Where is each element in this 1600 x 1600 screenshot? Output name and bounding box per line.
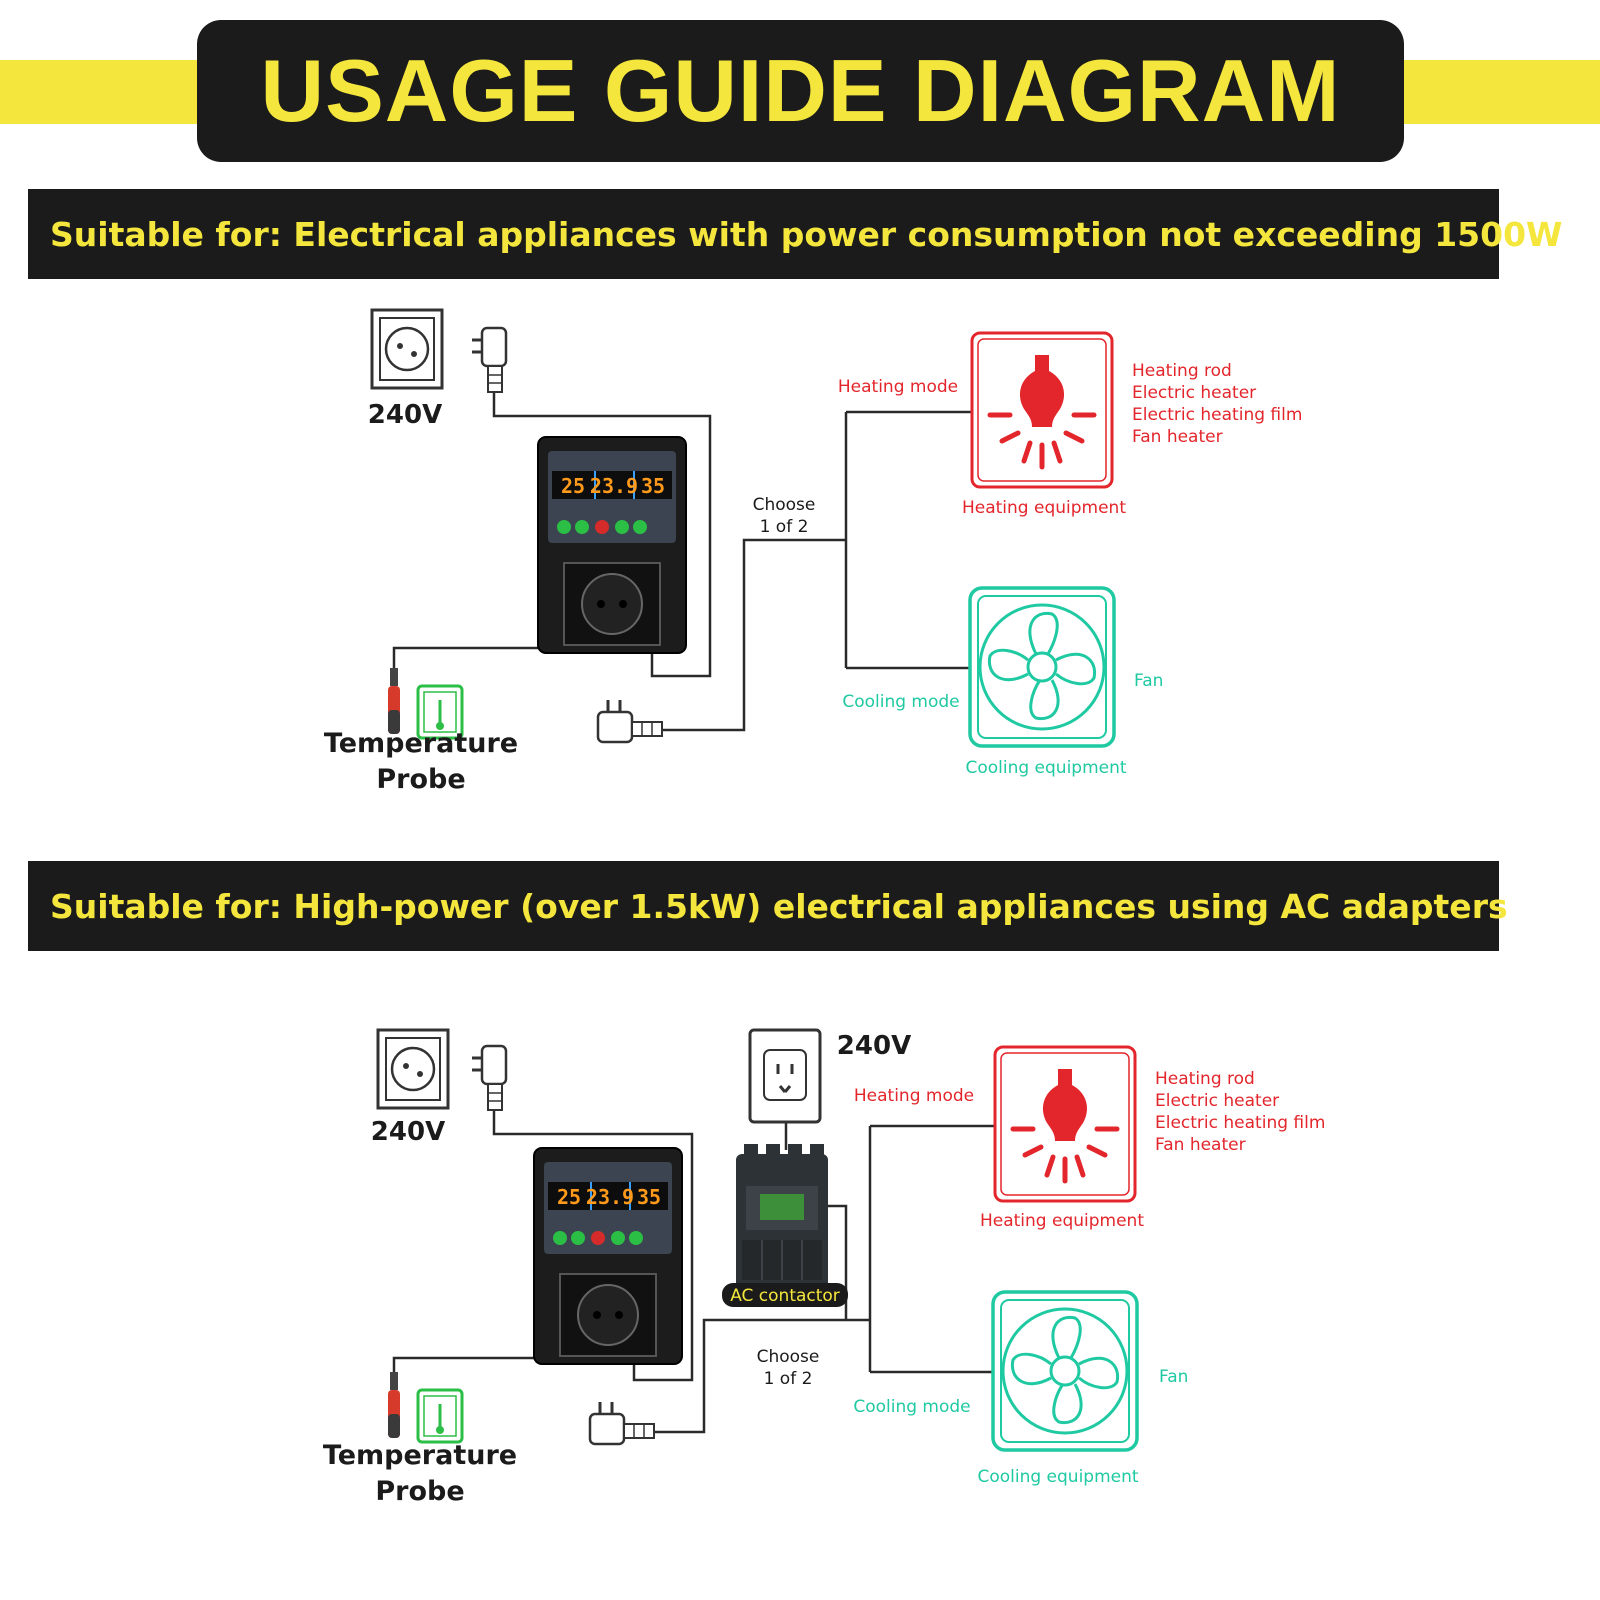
section-2-choose-line-2: 1 of 2 <box>764 1369 813 1389</box>
page-title: USAGE GUIDE DIAGRAM <box>260 41 1341 140</box>
section-1-probe-label-2: Probe <box>376 764 465 795</box>
section-1-wires <box>392 392 972 732</box>
section-2-diagram: 25 23.9 35 AC contactor 240V 240V Temper… <box>323 1028 1325 1507</box>
section-1-heating-item-2: Electric heater <box>1132 383 1256 403</box>
section-2-suitable-text: Suitable for: High-power (over 1.5kW) el… <box>50 886 1508 926</box>
section-2-contactor-socket <box>748 1028 822 1124</box>
section-1-plug-in <box>470 326 508 394</box>
section-1-suitable-text: Suitable for: Electrical appliances with… <box>50 214 1563 254</box>
section-2-choose-line-1: Choose <box>757 1347 820 1367</box>
section-2-banner: Suitable for: High-power (over 1.5kW) el… <box>28 861 1508 951</box>
section-2-cooling-mode: Cooling mode <box>853 1397 970 1417</box>
section-2-contactor-label-badge: AC contactor <box>722 1283 848 1307</box>
section-2-voltage: 240V <box>371 1117 445 1147</box>
section-1-heating-item-3: Electric heating film <box>1132 405 1302 425</box>
section-2-temperature-probe <box>386 1370 464 1444</box>
section-2-display-3: 35 <box>637 1185 661 1209</box>
section-1-cooling-equipment: Cooling equipment <box>965 758 1126 778</box>
section-1-diagram: 25 23.9 35 240V Temperature Probe Choose… <box>324 308 1302 795</box>
section-1-heating-bulb-icon <box>972 333 1112 487</box>
section-1-choose-line-1: Choose <box>753 495 816 515</box>
section-1-probe-label-1: Temperature <box>324 728 518 759</box>
section-2-voltage-2: 240V <box>837 1031 911 1061</box>
section-2-probe-label-1: Temperature <box>323 1440 517 1471</box>
section-1-fan-label: Fan <box>1134 671 1163 691</box>
section-1-display-3: 35 <box>641 474 665 498</box>
section-1-voltage: 240V <box>368 400 442 430</box>
section-2-fan-label: Fan <box>1159 1367 1188 1387</box>
title-banner: USAGE GUIDE DIAGRAM <box>197 20 1404 162</box>
section-1-heating-item-4: Fan heater <box>1132 427 1223 447</box>
section-2-heating-equipment: Heating equipment <box>980 1211 1144 1231</box>
section-1-display-2: 23.9 <box>590 474 638 498</box>
section-2-heating-item-2: Electric heater <box>1155 1091 1279 1111</box>
section-1-choose-line-2: 1 of 2 <box>760 517 809 537</box>
section-2-display-2: 23.9 <box>586 1185 634 1209</box>
section-2-heating-item-4: Fan heater <box>1155 1135 1246 1155</box>
section-2-plug-out <box>588 1400 656 1446</box>
section-2-plug-in <box>470 1044 508 1112</box>
section-1-fan-icon <box>968 586 1116 748</box>
section-1-banner: Suitable for: Electrical appliances with… <box>28 189 1562 279</box>
section-1-wall-socket <box>370 308 444 390</box>
section-1-controller: 25 23.9 35 <box>537 436 687 654</box>
section-2-heating-item-1: Heating rod <box>1155 1069 1255 1089</box>
section-2-probe-label-2: Probe <box>375 1476 464 1507</box>
section-1-heating-equipment: Heating equipment <box>962 498 1126 518</box>
section-2-contactor-label: AC contactor <box>730 1286 840 1306</box>
section-2-ac-contactor <box>735 1143 829 1291</box>
section-2-wall-socket <box>376 1028 450 1110</box>
section-2-display-1: 25 <box>557 1185 581 1209</box>
section-2-heating-mode: Heating mode <box>854 1086 974 1106</box>
section-1-plug-out <box>596 698 664 744</box>
section-2-fan-icon <box>991 1290 1139 1452</box>
section-1-cooling-mode: Cooling mode <box>842 692 959 712</box>
section-1-heating-mode: Heating mode <box>838 377 958 397</box>
section-1-display-1: 25 <box>561 474 585 498</box>
section-2-controller: 25 23.9 35 <box>533 1147 683 1365</box>
section-2-heating-bulb-icon <box>995 1047 1135 1201</box>
section-2-cooling-equipment: Cooling equipment <box>977 1467 1138 1487</box>
section-2-wires <box>392 1108 995 1434</box>
section-2-heating-item-3: Electric heating film <box>1155 1113 1325 1133</box>
section-1-heating-item-1: Heating rod <box>1132 361 1232 381</box>
